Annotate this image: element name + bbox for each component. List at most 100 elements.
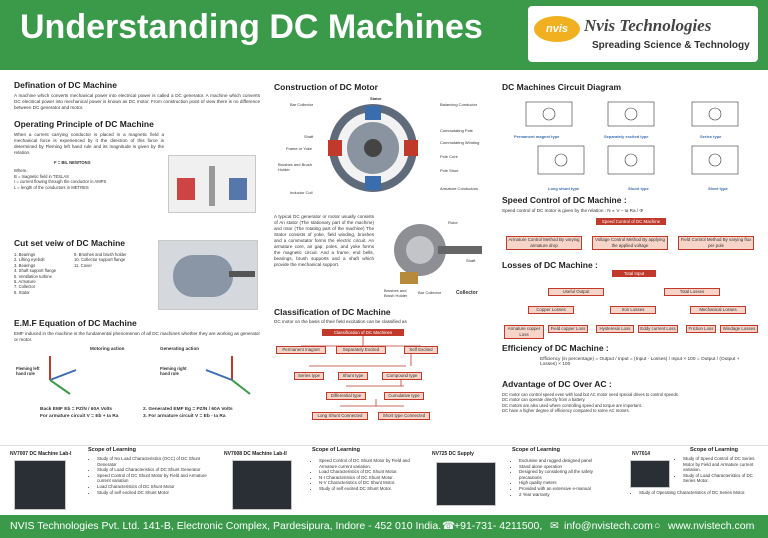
scope-item: Load Characteristics of DC Shunt Motor [97,484,210,490]
loss-root: Total Input [612,270,656,277]
loss-box: Eddy current Loss [638,325,678,333]
web-icon: ○ [654,520,661,532]
construction-label: Shaft [304,134,314,139]
loss-box: Copper Losses [528,306,574,314]
product-image [14,460,66,510]
product-image [630,460,670,488]
south-pole-icon [229,178,247,200]
logo-mark-icon: nvis [534,16,580,42]
advantage-item: DC have a higher degree of efficiency co… [502,408,630,414]
efficiency-formula: Efficiency (in percentage) = Output / In… [540,357,740,368]
scope-item: High quality meters [519,480,616,486]
header-banner: Understanding DC Machines nvis Nvis Tech… [0,0,768,70]
scope-item: Speed Control of DC Shunt Motor by Field… [97,473,210,484]
scope-item: Provided with an extensive e-manual [519,486,616,492]
email-icon: ✉ [550,520,559,532]
advantage-item: DC motor can operate directly from a bat… [502,397,586,403]
emf-text: EMF induced in the machine is the fundam… [14,331,260,342]
advantage-item: DC motors are also used where controllin… [502,402,642,408]
class-box: Self Excited [404,346,438,354]
brush-holder-icon [400,272,418,284]
scope-item: Speed Control of DC Shunt Motor by Field… [319,458,420,469]
loss-box: Friction Loss [686,325,716,333]
motor-circuit-equation: For armature circuit V = Eb + Ia Ra [40,414,119,419]
scope-item: N-I Characteristics of DC Shunt Motor. [319,475,420,481]
cutset-item: 3. Bearings [14,262,36,268]
construction-label: Stator [370,96,382,101]
class-box: Series type [294,372,324,380]
speed-heading: Speed Control of DC Machine : [502,195,627,205]
circuit-label: Series type [700,134,722,139]
cutset-item: 4. Shaft support flange [14,268,57,274]
class-box: Permanent magnet [276,346,326,354]
cutset-list-left: 1. Bearings 2. Lifting eyebolt 3. Bearin… [14,252,70,295]
page-title: Understanding DC Machines [20,8,483,46]
construction-label: Commutating Pole [440,128,473,133]
generator-circuit-equation: 3. For armature circuit V = Eb - Ia Ra [143,414,226,419]
emf-section: E.M.F Equation of DC Machine EMF induced… [14,318,260,343]
scope-item: Study of self excited DC Shunt Motor [97,490,210,496]
generator-description: A typical DC generator or motor usually … [274,214,374,267]
loss-box: Hysteresis Loss [596,325,634,333]
generated-emf-equation: 2. Generated EMF Eg = PZ/N / 60A Volts [143,407,233,412]
scope-heading: Scope of Learning [512,447,560,453]
scope-heading: Scope of Learning [312,447,360,453]
speed-root: Speed Control of DC Machine [596,218,666,225]
construction-label: Inductor Coil [290,190,313,195]
website-link[interactable]: www.nvistech.com [668,520,755,532]
construction-label: Commutating Winding [440,140,480,145]
principle-text: When a current carrying conductor is pla… [14,132,164,155]
loss-box: Mechanical Losses [690,306,746,314]
email-link[interactable]: info@nvistech.com [564,520,653,532]
formula-where-1: B = magnetic field in TESLAS [14,173,69,179]
product-scope-list: Exclusive and rugged designed panel Stan… [512,458,616,497]
circuit-label: Long shunt type [548,186,580,191]
pole-right [404,140,418,156]
class-box: Compound type [382,372,422,380]
scope-item: Study of self excited DC Shunt Motor. [319,486,420,492]
logo-name: Nvis Technologies [584,16,712,35]
classification-connectors [301,336,421,407]
cutset-item: 1. Bearings [14,252,36,257]
formula-where-3: L = length of the conductors in METRES [14,184,89,190]
scope-item: N-V Characteristics of DC Shunt Motor. [319,480,420,486]
scope-item: Exclusive and rugged designed panel [519,458,616,464]
cutset-item: 5. Ventilation turbine [14,273,52,279]
loss-box: Iron Losses [610,306,656,314]
rotor-label: Rotor [448,220,458,225]
scope-heading: Scope of Learning [88,447,136,453]
shaft-icon [229,271,255,277]
scope-item: Designed by considering all the safety p… [519,469,616,480]
product-scope-list: Study of Speed Control of DC Series Moto… [676,456,760,484]
classification-heading: Classification of DC Machine [274,307,391,317]
cutset-item: 7. Collector [14,284,36,290]
phone-icon: ☎ [442,520,456,532]
rotor-label: Brushes and Brush Holder [384,288,408,298]
construction-diagram [328,104,418,192]
motoring-label: Motoring action [90,346,125,351]
advantage-heading: Advantage of DC Over AC : [502,379,612,389]
motor-body-icon [173,255,233,297]
class-box: Separately Excited [336,346,386,354]
field-arrow [205,369,233,381]
right-hand-rule-diagram [205,356,251,395]
class-box: Shunt type [338,372,368,380]
formula-where-0: Where, [14,168,28,174]
circuit-label: Shunt type [628,186,649,191]
left-hand-rule-diagram [49,356,77,395]
phone-number[interactable]: +91-731- 4211500, [454,520,543,532]
class-box: Differential type [326,392,366,400]
circuit-label: Permanent magnet type [514,134,560,139]
speed-method: Field Control Method By varying flux per… [678,236,754,250]
loss-box: Total Losses [664,288,720,296]
field-arrow [49,369,77,381]
product-title: NV7007 DC Machine Lab-I [10,451,72,457]
scope-item: Study of No Load Characteristics (OCC) o… [97,456,210,467]
scope-item: 2 Year warranty [519,492,616,498]
circuit-label: Short type [708,186,728,191]
circuit-label: Separately excited type [604,134,649,139]
rotor-label: Shaft [466,258,476,263]
class-box: Short type Connected [378,412,430,420]
current-arrow [49,379,71,395]
right-rule-label: Fleming right hand rule [160,366,187,377]
